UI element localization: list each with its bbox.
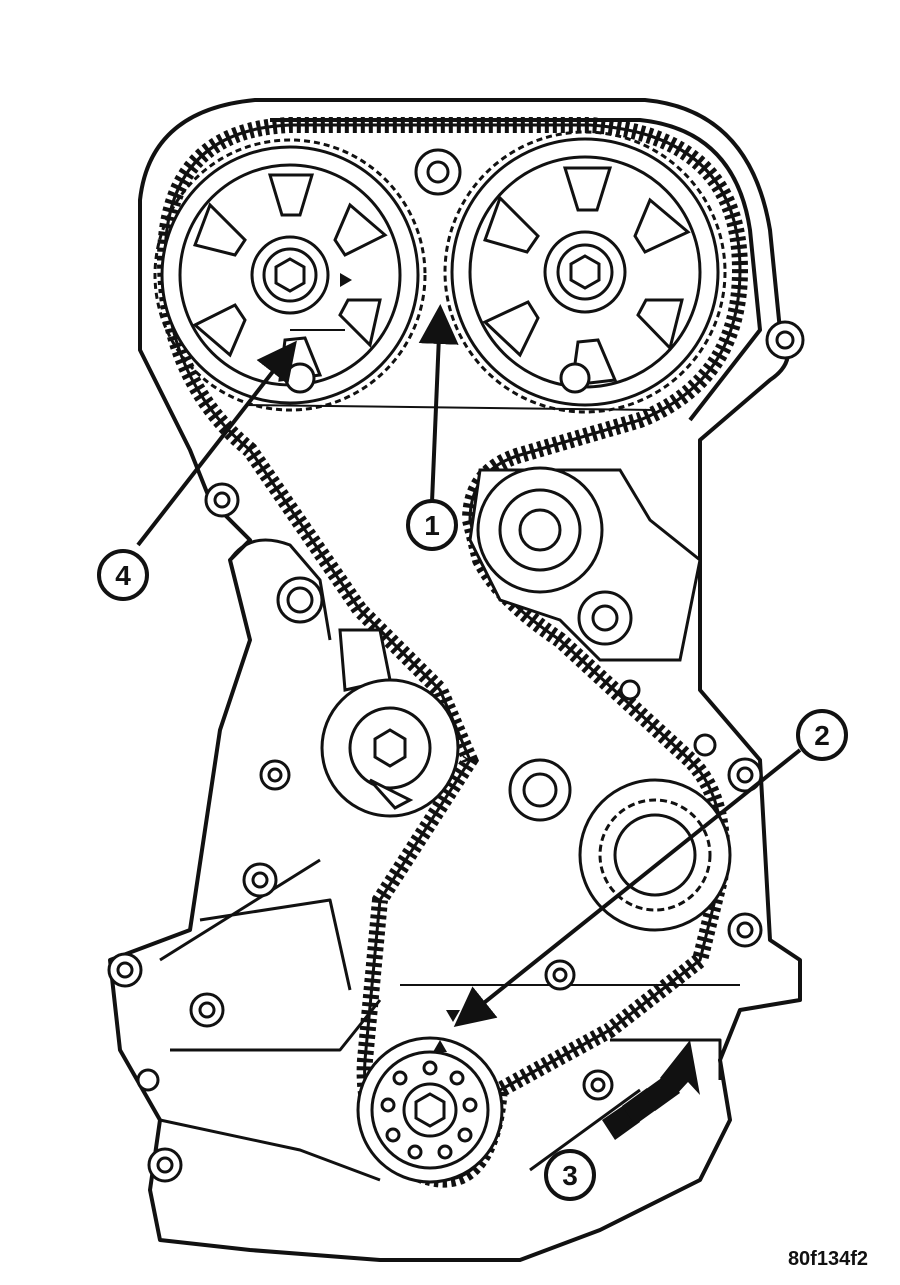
leader-line-1 (418, 304, 459, 503)
callout-label: 1 (424, 510, 440, 541)
figure-code: 80f134f2 (788, 1248, 868, 1270)
leader-lines (136, 304, 802, 1027)
rotation-direction-arrow (602, 1040, 700, 1140)
callout-circle (406, 499, 458, 551)
crankshaft-sprocket (356, 1036, 504, 1184)
callout-label: 3 (562, 1160, 578, 1191)
callout-label: 2 (814, 720, 830, 751)
timing-cover (108, 98, 802, 1262)
leader-line-4 (136, 340, 297, 547)
right-camshaft-sprocket (443, 130, 727, 414)
callout-2: 2 (796, 709, 848, 761)
callout-3: 3 (544, 1149, 596, 1201)
callout-circle (97, 549, 149, 601)
callout-1: 1 (406, 499, 458, 551)
center-bolt (508, 758, 572, 822)
upper-idler-bolt (414, 148, 462, 196)
callout-circle (544, 1149, 596, 1201)
leader-line-2 (453, 748, 802, 1027)
lower-right-sprocket (578, 778, 732, 932)
callout-label: 4 (115, 560, 131, 591)
belt-tensioner (276, 576, 460, 818)
callout-circle (796, 709, 848, 761)
cover-bolts (107, 320, 805, 1183)
left-camshaft-sprocket (153, 138, 427, 412)
callout-4: 4 (97, 549, 149, 601)
right-idler-pulley (468, 466, 702, 662)
